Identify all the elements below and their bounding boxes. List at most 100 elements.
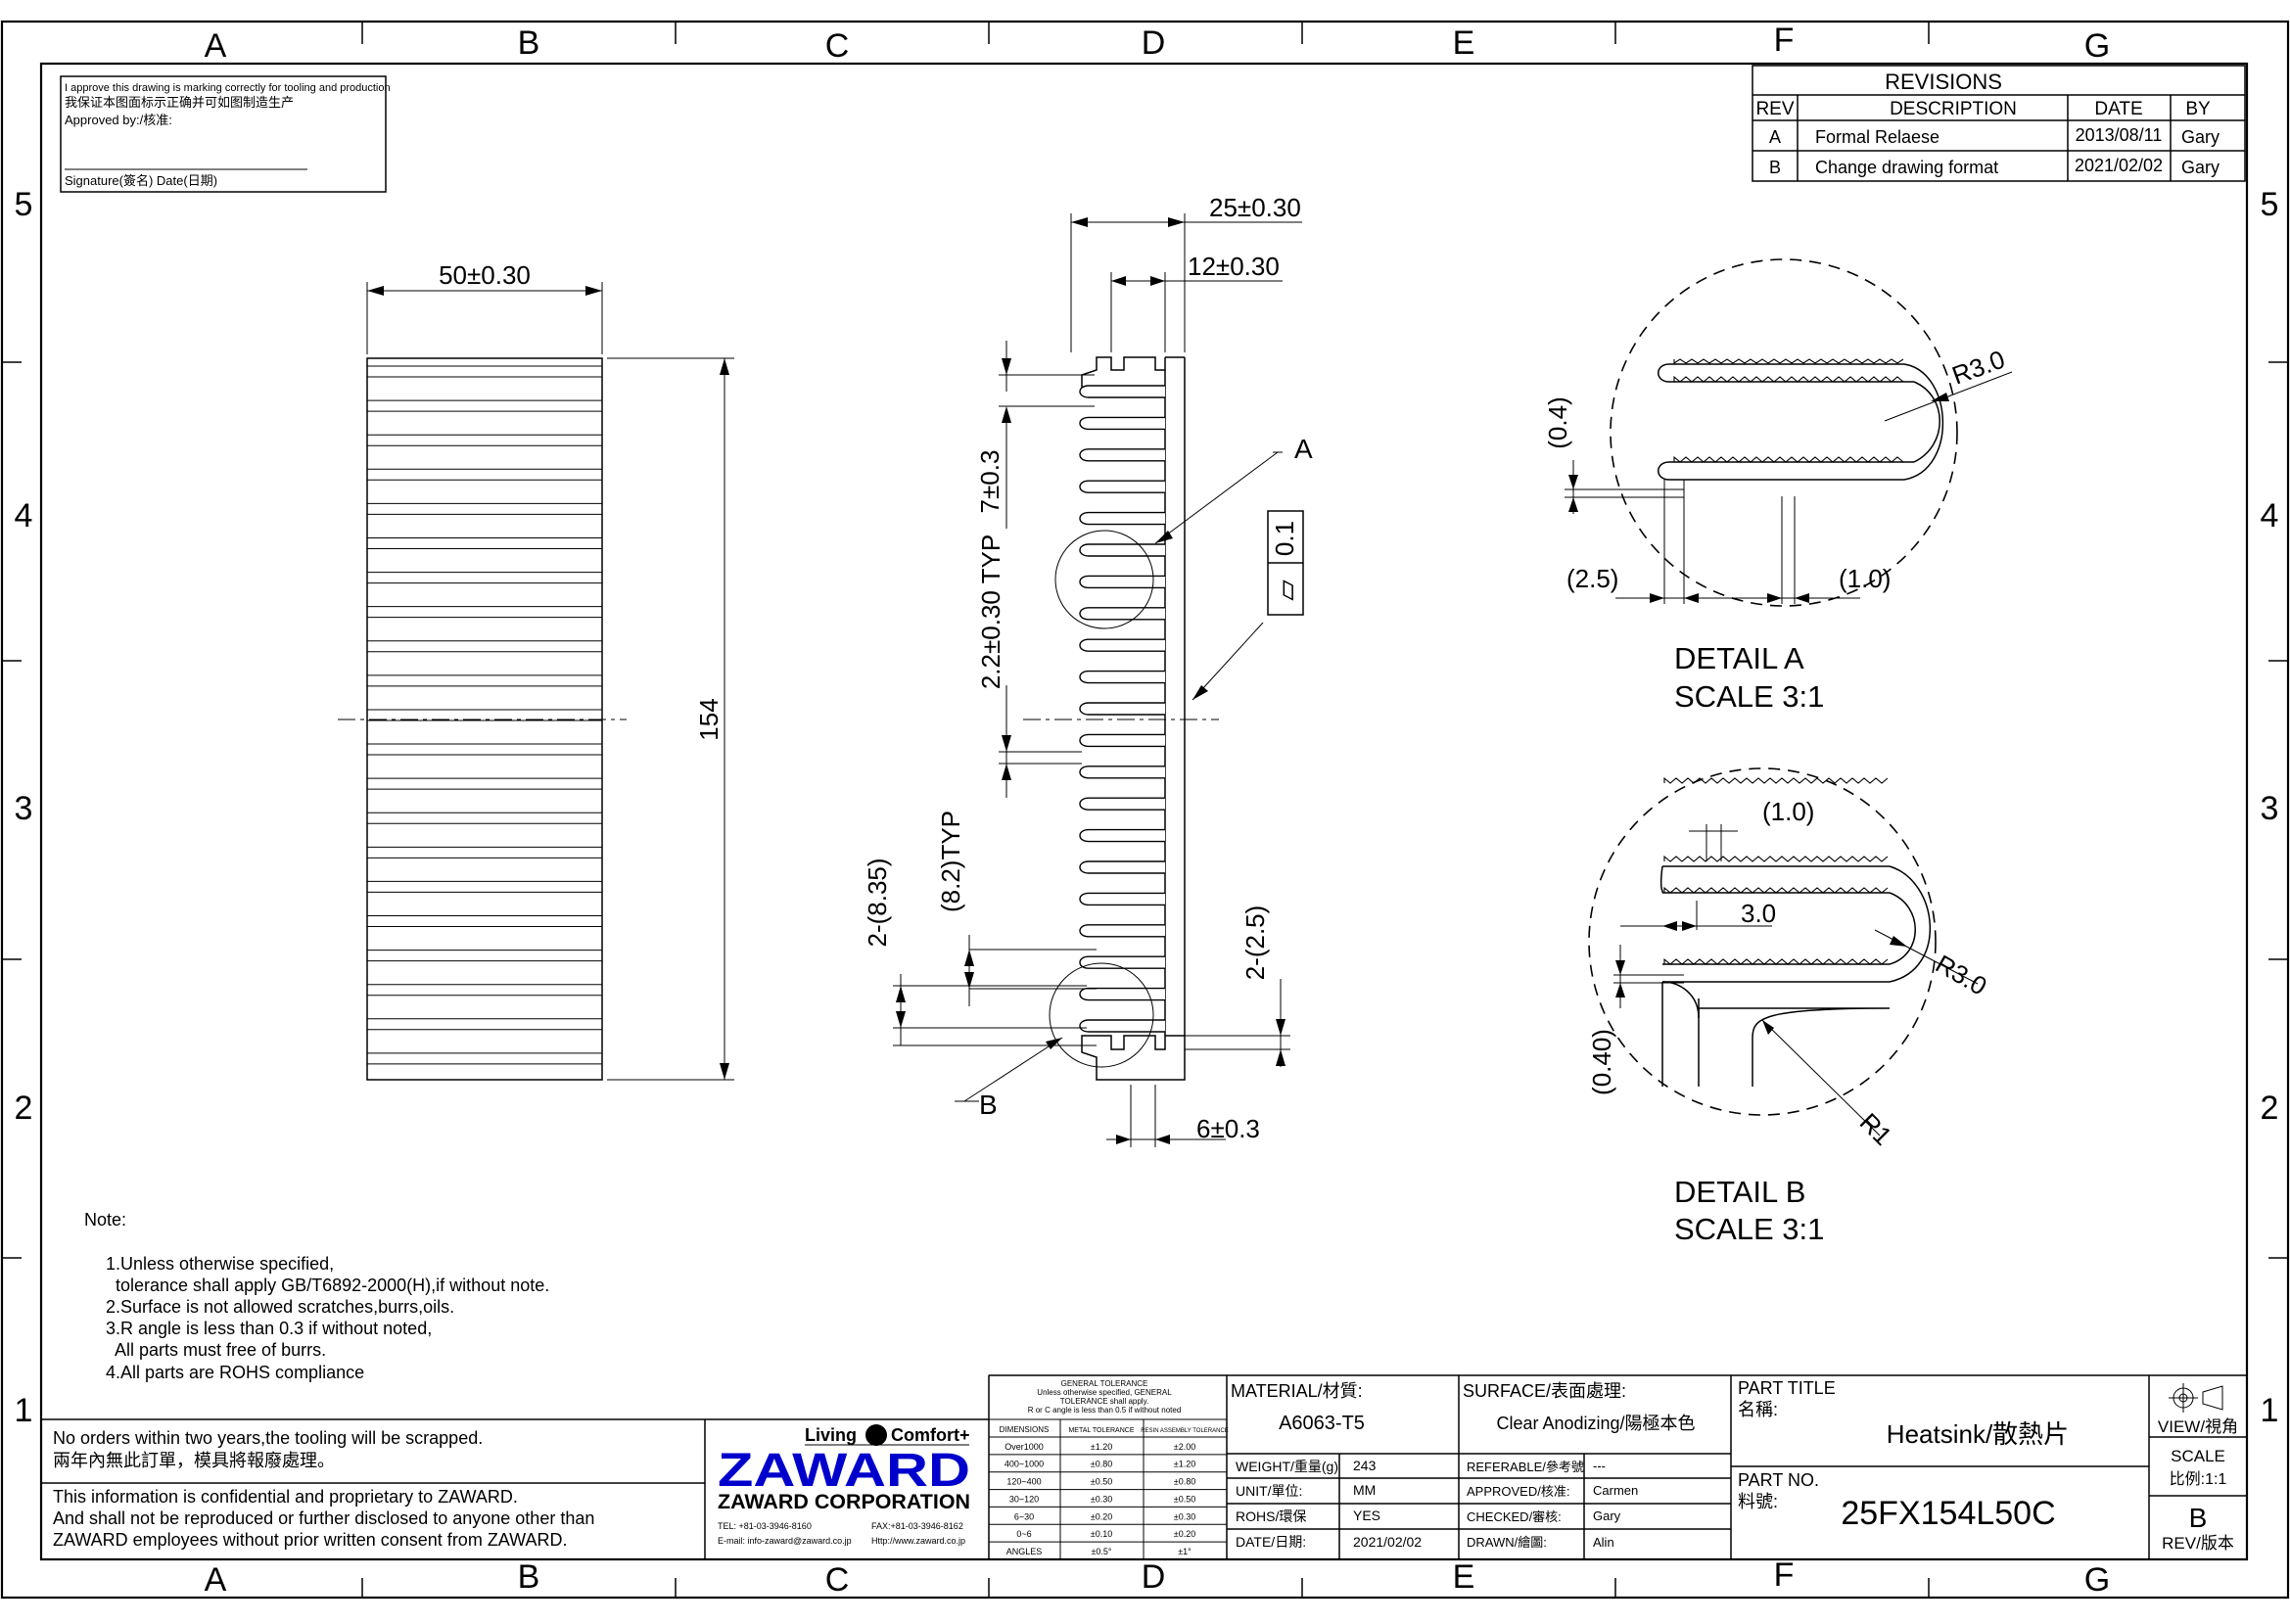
- grid-col-a: A: [205, 27, 227, 65]
- side-fin: [1079, 702, 1165, 716]
- tolerance-cell: ±0.5°: [1091, 1547, 1111, 1556]
- rev-row-a-rev: A: [1769, 127, 1781, 147]
- tolerance-title-2: Unless otherwise specified, GENERAL: [1037, 1388, 1172, 1397]
- note-line-5: All parts must free of burrs.: [106, 1340, 326, 1360]
- part-title-label: PART TITLE: [1738, 1378, 1836, 1398]
- note-line-3: 2.Surface is not allowed scratches,burrs…: [106, 1297, 454, 1317]
- rev-row-b-rev: B: [1769, 158, 1781, 177]
- grid-row-labels: 5 4 3 2 1 5 4 3 2 1: [15, 186, 2279, 1429]
- tolerance-cell: ±1°: [1178, 1547, 1192, 1556]
- tolerance-cell: ±0.30: [1091, 1494, 1112, 1504]
- revisions-title: REVISIONS: [1885, 70, 2002, 94]
- grid-col-a-bottom: A: [205, 1561, 227, 1599]
- side-view: 25±0.30 12±0.30 7±0.3 2.2±0.30 TYP (8.2)…: [863, 193, 1313, 1147]
- side-fin: [1079, 797, 1165, 811]
- grid-row-4: 4: [15, 497, 33, 534]
- side-fin: [1079, 543, 1165, 557]
- front-length-dim: 154: [694, 698, 724, 740]
- grid-col-g-bottom: G: [2084, 1561, 2110, 1599]
- detail-b-title: DETAIL B: [1674, 1175, 1805, 1209]
- tolerance-header-resin: RESIN ASSEMBLY TOLERANCE: [1141, 1428, 1229, 1434]
- approved-by-label: Approved by:/核准:: [65, 113, 172, 127]
- grid-row-5: 5: [15, 186, 33, 223]
- zaward-logo-text: ZAWARD: [718, 1445, 970, 1497]
- side-fin-pitch-dim: 7±0.3: [975, 450, 1005, 514]
- tolerance-title-1: GENERAL TOLERANCE: [1061, 1379, 1148, 1388]
- rev-value: B: [2189, 1503, 2208, 1533]
- detail-b-circle: [1049, 962, 1154, 1068]
- signature-label: Signature(簽名) Date(日期): [65, 173, 217, 188]
- flatness-symbol-icon: ⏥: [1271, 580, 1301, 601]
- grid-col-g: G: [2084, 27, 2110, 65]
- part-no-zh-label: 料號:: [1738, 1492, 1778, 1511]
- side-fin: [1079, 828, 1165, 843]
- tolerance-title-4: R or C angle is less than 0.5 if without…: [1028, 1406, 1182, 1415]
- grid-row-1: 1: [15, 1392, 33, 1429]
- side-fin: [1079, 385, 1165, 398]
- grid-row-3-right: 3: [2261, 790, 2279, 827]
- projection-symbol-icon: [2169, 1383, 2223, 1413]
- tolerance-cell: 400~1000: [1005, 1460, 1044, 1469]
- detail-b-r1-dim: R1: [1854, 1107, 1898, 1151]
- tolerance-cell: ±0.80: [1091, 1460, 1112, 1469]
- flatness-value: 0.1: [1270, 521, 1299, 556]
- detail-a-serrated-edge: [1673, 358, 1904, 463]
- part-no-label: PART NO.: [1738, 1470, 1819, 1490]
- detail-a: R3.0 (0.4) (2.5) (1.0) DETAIL A SCALE 3:…: [1543, 258, 2013, 714]
- callout-b-label: B: [979, 1090, 998, 1120]
- tolerance-cell: ANGLES: [1006, 1547, 1043, 1556]
- side-fin-gap-dim: (8.2)TYP: [936, 811, 965, 912]
- grid-col-f-bottom: F: [1774, 1556, 1795, 1594]
- checked-label: CHECKED/審核:: [1467, 1509, 1562, 1524]
- surface-value: Clear Anodizing/陽極本色: [1496, 1414, 1695, 1433]
- revisions-table: REVISIONS REV DESCRIPTION DATE BY A Form…: [1752, 65, 2246, 182]
- weight-value: 243: [1353, 1458, 1377, 1473]
- side-bottom-width-dim: 6±0.3: [1196, 1114, 1260, 1143]
- side-end-gap-dim: 2-(2.5): [1240, 905, 1270, 981]
- grid-column-labels: A B C D E F G A B C D E F G: [205, 22, 2111, 1599]
- confidential-line-1: This information is confidential and pro…: [53, 1487, 518, 1507]
- side-view-fins: [1079, 385, 1165, 1033]
- company-web: Http://www.zaward.co.jp: [871, 1536, 965, 1546]
- material-label: MATERIAL/材質:: [1231, 1381, 1363, 1401]
- slogan-living: Living: [805, 1425, 857, 1445]
- referable-value: ---: [1593, 1459, 1606, 1473]
- tolerance-header-metal: METAL TOLERANCE: [1068, 1427, 1134, 1434]
- rev-row-a-description: Formal Relaese: [1815, 127, 1939, 147]
- unit-label: UNIT/單位:: [1236, 1483, 1302, 1499]
- front-view-fin-lines: [367, 365, 602, 1065]
- tolerance-cell: ±0.50: [1091, 1477, 1112, 1487]
- callout-a-label: A: [1294, 434, 1313, 464]
- side-fin: [1079, 766, 1165, 779]
- confidential-line-3: ZAWARD employees without prior written c…: [53, 1530, 567, 1550]
- detail-a-radius-dim: R3.0: [1948, 345, 2009, 391]
- unit-value: MM: [1353, 1482, 1376, 1498]
- detail-b-scale: SCALE 3:1: [1674, 1212, 1824, 1246]
- grid-col-e: E: [1453, 24, 1475, 62]
- company-tel: TEL: +81-03-3946-8160: [718, 1521, 812, 1531]
- company-email: E-mail: info-zaward@zaward.co.jp: [718, 1536, 852, 1546]
- approval-line-en: I approve this drawing is marking correc…: [65, 82, 391, 94]
- grid-col-f: F: [1774, 22, 1795, 59]
- grid-row-2-right: 2: [2261, 1090, 2279, 1127]
- rev-row-b-description: Change drawing format: [1815, 158, 1998, 177]
- tolerance-cell: ±0.30: [1174, 1511, 1195, 1521]
- grid-col-e-bottom: E: [1453, 1558, 1475, 1596]
- side-fin: [1079, 860, 1165, 874]
- part-title-zh-label: 名稱:: [1738, 1400, 1778, 1419]
- detail-a-04-dim: (0.4): [1543, 396, 1572, 448]
- rohs-label: ROHS/環保: [1236, 1508, 1306, 1524]
- detail-b: (1.0) 3.0 R3.0 (0.40) R1 DETAIL B SCALE …: [1587, 767, 1992, 1246]
- surface-label: SURFACE/表面處理:: [1463, 1381, 1626, 1401]
- tolerance-cell: ±2.00: [1174, 1442, 1195, 1452]
- company-name: ZAWARD CORPORATION: [718, 1491, 970, 1513]
- detail-b-serrated-edge: [1663, 855, 1889, 965]
- slogan-comfort: Comfort+: [891, 1425, 970, 1445]
- notes: Note: 1.Unless otherwise specified, tole…: [84, 1210, 549, 1382]
- side-fin: [1079, 892, 1165, 906]
- approval-line-zh: 我保证本图面标示正确并可如图制造生产: [65, 95, 294, 110]
- side-fin: [1079, 448, 1165, 462]
- side-fin: [1079, 924, 1165, 938]
